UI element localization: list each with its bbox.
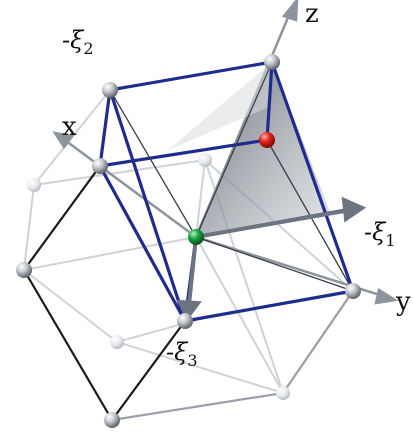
back-nodes bbox=[27, 153, 290, 400]
node bbox=[16, 262, 32, 278]
node bbox=[345, 283, 361, 299]
node bbox=[264, 54, 280, 70]
edge-blue bbox=[108, 89, 187, 322]
diagonal-edge bbox=[109, 89, 197, 238]
y-axis-label: y bbox=[395, 287, 411, 317]
back-edge bbox=[23, 184, 35, 271]
shaded-triangle bbox=[196, 62, 330, 237]
xi3-arrowhead bbox=[176, 299, 202, 322]
diagonal-edge bbox=[195, 236, 354, 292]
node bbox=[102, 82, 118, 98]
back-edge bbox=[116, 341, 284, 394]
x-axis-arrowhead bbox=[52, 131, 75, 150]
green-sphere bbox=[188, 229, 204, 245]
edge-blue bbox=[184, 289, 354, 323]
front-nodes bbox=[16, 54, 361, 428]
xi3-vector bbox=[187, 236, 198, 306]
edge-gray bbox=[282, 290, 354, 394]
back-edge bbox=[33, 159, 206, 186]
x-axis bbox=[61, 136, 197, 239]
red-sphere bbox=[259, 132, 275, 148]
edge-black bbox=[23, 269, 113, 421]
x-axis-label: x bbox=[62, 112, 77, 142]
xi1-label: -ξ1 bbox=[364, 218, 396, 250]
back-edge bbox=[23, 269, 118, 343]
edge-black bbox=[111, 320, 186, 421]
edge-blue bbox=[98, 89, 112, 167]
edge-blue bbox=[98, 165, 187, 322]
node bbox=[104, 412, 120, 428]
xi1-arrowhead bbox=[341, 196, 367, 223]
axes bbox=[52, 0, 399, 305]
edge-black bbox=[23, 165, 101, 271]
edge-blue bbox=[99, 138, 268, 168]
y-axis-arrowhead bbox=[374, 288, 399, 305]
node-faint bbox=[27, 178, 41, 192]
edge-gray bbox=[111, 391, 284, 422]
back-edge bbox=[23, 236, 197, 271]
diagonal-edge bbox=[195, 61, 273, 238]
node-faint bbox=[198, 153, 212, 167]
edge-blue bbox=[270, 61, 355, 292]
xi1-vector bbox=[195, 208, 351, 239]
node bbox=[92, 158, 108, 174]
xi3-label: -ξ3 bbox=[166, 338, 198, 370]
triangle-highlight bbox=[168, 62, 272, 150]
xi-vectors bbox=[176, 196, 367, 322]
edge-blue bbox=[109, 60, 273, 92]
node-faint bbox=[276, 386, 290, 400]
node bbox=[177, 313, 193, 329]
back-edge bbox=[195, 159, 206, 238]
z-axis-arrowhead bbox=[281, 0, 299, 22]
node-faint bbox=[110, 335, 124, 349]
xi2-label: -ξ2 bbox=[62, 26, 94, 58]
front-black-edges bbox=[23, 165, 354, 422]
back-edge bbox=[195, 236, 284, 394]
z-axis-label: z bbox=[305, 0, 319, 29]
edge-blue bbox=[265, 61, 274, 141]
